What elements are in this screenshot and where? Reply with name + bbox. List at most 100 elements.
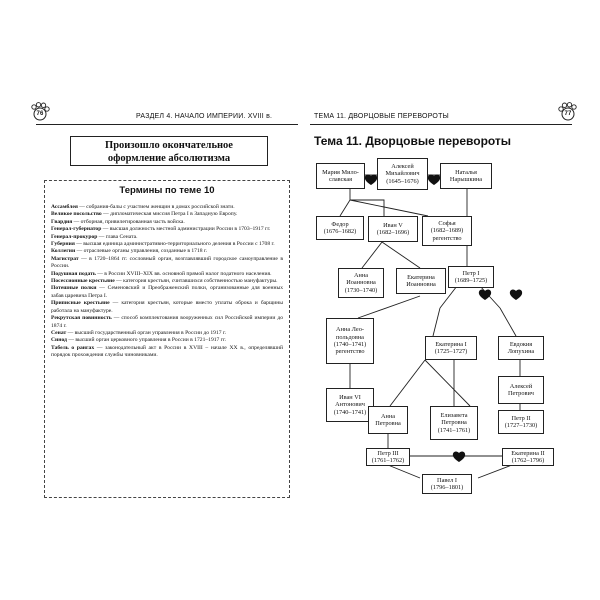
node-text: Федор — [331, 220, 349, 228]
heart-icon — [452, 451, 466, 462]
node-text: (1741–1761) — [437, 426, 471, 434]
node-text: Антонович — [335, 401, 365, 409]
node-text: Иван V — [383, 221, 403, 229]
heart-icon — [364, 174, 378, 185]
term-entry: Великое посольство — дипломатическая мис… — [51, 211, 283, 218]
term-name: Генерал-прокурор — [51, 233, 98, 240]
term-entry: Генерал-губернатор — высшая должность ме… — [51, 226, 283, 233]
term-entry: Гвардия — отборная, привилегированная ча… — [51, 219, 283, 226]
term-definition: — Семеновский и Преображенский полки, ор… — [51, 285, 283, 299]
node-text: славская — [328, 176, 353, 183]
node-elizaveta-petrovna: Елизавета Петровна (1741–1761) — [430, 406, 478, 440]
term-name: Синод — [51, 337, 67, 344]
node-aleksey-petrovich: Алексей Петрович — [498, 376, 544, 404]
absolutism-line-2: оформление абсолютизма — [107, 153, 231, 164]
term-definition: — дипломатическая миссия Петра I в Запад… — [101, 211, 238, 218]
term-name: Генерал-губернатор — [51, 226, 102, 233]
page-number: 77 — [564, 111, 572, 117]
node-text: Петровна — [441, 419, 467, 427]
node-text: Петровна — [375, 420, 401, 427]
term-entry: Синод — высший орган церковного управлен… — [51, 337, 283, 344]
node-text: (1689–1725) — [454, 277, 488, 284]
heart-icon — [509, 289, 523, 300]
term-name: Потешные полки — [51, 285, 97, 292]
term-definition: — категория крестьян, которые вместо упл… — [51, 300, 283, 314]
running-header: ТЕМА 11. ДВОРЦОВЫЕ ПЕРЕВОРОТЫ — [314, 113, 449, 120]
left-page: 76 РАЗДЕЛ 4. НАЧАЛО ИМПЕРИИ. XVIII в. Пр… — [31, 102, 298, 498]
node-natalya-naryshkina: Наталья Нарышкина — [440, 163, 492, 189]
term-entry: Рекрутская повинность — способ комплекто… — [51, 315, 283, 330]
term-entry: Потешные полки — Семеновский и Преображе… — [51, 285, 283, 300]
node-text: Петрович — [508, 390, 534, 397]
heart-marks — [364, 174, 523, 462]
node-ivan-v: Иван V (1682–1696) — [368, 216, 418, 242]
node-text: Иоанновна — [346, 279, 376, 287]
term-name: Рекрутская повинность — [51, 315, 112, 322]
node-maria-miloslavskaya: Мария Мило- славская — [316, 163, 365, 189]
node-peter-ii: Петр II (1727–1730) — [498, 410, 544, 434]
node-text: Наталья — [455, 168, 477, 176]
term-name: Гвардия — [51, 218, 73, 225]
node-text: Екатерина I — [435, 340, 467, 348]
node-ivan-vi: Иван VI Антонович (1740–1741) — [326, 388, 374, 422]
term-name: Подушная подать — [51, 270, 96, 277]
term-entry: Коллегии — отраслевые органы управления,… — [51, 248, 283, 255]
running-header: РАЗДЕЛ 4. НАЧАЛО ИМПЕРИИ. XVIII в. — [136, 113, 273, 120]
node-text: Нарышкина — [449, 176, 483, 183]
node-anna-ioannovna: Анна Иоанновна (1730–1740) — [338, 268, 384, 298]
term-entry: Сенат — высший государственный орган упр… — [51, 330, 283, 337]
term-definition: — отборная, привилегированная часть войс… — [72, 218, 185, 225]
term-name: Ассамблея — [51, 204, 78, 210]
node-text: Лопухина — [507, 348, 535, 355]
node-text: Анна — [353, 271, 369, 279]
term-definition: — отраслевые органы управления, созданны… — [75, 248, 208, 255]
absolutism-box: Произошло окончательное оформление абсол… — [70, 136, 268, 166]
term-entry: Генерал-прокурор — глава Сената. — [51, 234, 283, 241]
node-text: регентство — [335, 348, 365, 356]
node-text: Анна — [380, 412, 396, 420]
node-text: Михайлович — [385, 170, 420, 178]
family-tree-connectors — [339, 174, 523, 479]
node-text: Евдокия — [509, 340, 533, 348]
term-definition: — собрания-балы с участием женщин в дома… — [77, 204, 235, 210]
node-text: польдовна — [336, 333, 364, 341]
heart-icon — [427, 174, 441, 185]
node-ekaterina-ioannovna: Екатерина Иоанновна — [396, 268, 446, 294]
term-entry: Магистрат — в 1720–1864 гг. сословный ор… — [51, 256, 283, 271]
node-text: (1725–1727) — [434, 348, 468, 355]
node-pavel-i: Павел I (1796–1801) — [422, 474, 472, 494]
term-definition: — способ комплектования вооруженных сил … — [51, 315, 283, 329]
node-text: (1740–1741) — [333, 341, 367, 348]
page-title: Тема 11. Дворцовые перевороты — [314, 134, 512, 148]
term-name: Великое посольство — [51, 211, 102, 218]
node-text: Петр III — [377, 449, 399, 457]
node-text: Иоанновна — [406, 281, 436, 288]
term-definition: — в 1720–1864 гг. сословный орган, возгл… — [51, 255, 283, 270]
node-text: Петр I — [462, 269, 480, 277]
node-text: Иван VI — [339, 393, 361, 401]
node-text: (1796–1801) — [430, 484, 464, 491]
right-page: ТЕМА 11. ДВОРЦОВЫЕ ПЕРЕВОРОТЫ 77 Тема 11… — [310, 102, 577, 498]
term-name: Сенат — [51, 329, 67, 336]
term-name: Губерния — [51, 241, 75, 248]
node-text: Петр II — [511, 414, 531, 422]
node-text: (1676–1682) — [323, 228, 357, 235]
term-entry: Ассамблея — собрания-балы с участием жен… — [51, 204, 283, 211]
node-aleksey-mikhailovich: Алексей Михайлович (1645–1676) — [377, 158, 428, 190]
term-entry: Губерния — высшая единица административн… — [51, 241, 283, 248]
right-page-header: ТЕМА 11. ДВОРЦОВЫЕ ПЕРЕВОРОТЫ 77 — [310, 102, 577, 125]
node-text: Алексей — [509, 382, 533, 390]
page-number: 76 — [36, 111, 44, 117]
node-text: регентство — [432, 234, 462, 242]
node-peter-iii: Петр III (1761–1762) — [366, 448, 410, 466]
term-definition: — высший орган церковного управления в Р… — [66, 337, 227, 344]
term-name: Коллегии — [51, 248, 76, 255]
node-text: Анна Лео- — [336, 326, 364, 334]
node-text: Алексей — [391, 162, 414, 170]
node-ekaterina-i: Екатерина I (1725–1727) — [425, 336, 477, 360]
terms-list: Ассамблея — собрания-балы с участием жен… — [51, 204, 283, 360]
node-anna-leopoldovna: Анна Лео- польдовна (1740–1741) регентст… — [326, 318, 374, 364]
node-text: (1762–1796) — [511, 457, 545, 464]
heart-icon — [478, 289, 492, 300]
node-text: (1645–1676) — [386, 177, 419, 185]
